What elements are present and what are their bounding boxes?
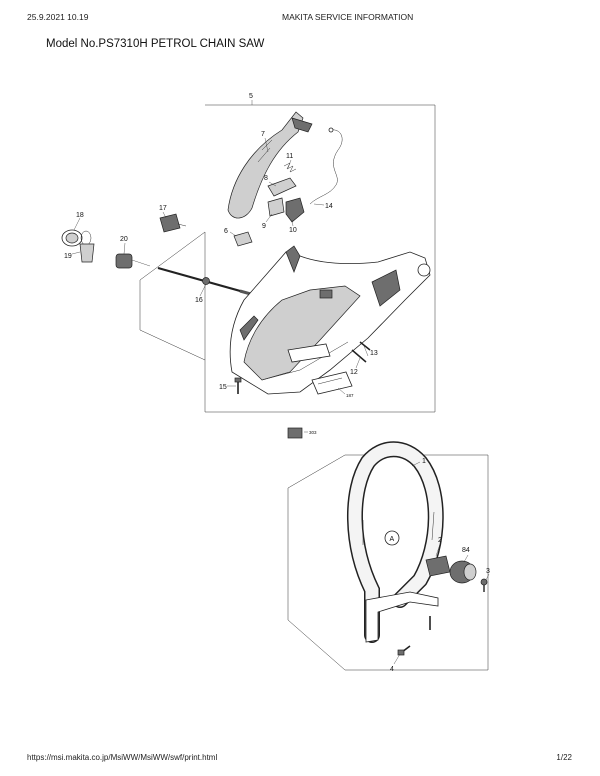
callout-3: 3 [486,568,490,575]
print-date: 25.9.2021 10.19 [27,12,89,22]
main-handle-housing [229,245,431,395]
callout-10: 10 [289,227,297,234]
callout-11: 11 [286,153,293,160]
callout-4: 4 [390,666,394,673]
part-13-pin [359,341,371,351]
callout-19: 19 [64,253,72,260]
part-303-sticker [287,427,303,439]
footer-url: https://msi.makita.co.jp/MsiWW/MsiWW/swf… [27,753,218,762]
callout-7: 7 [261,131,265,138]
part-12-pin [351,349,367,363]
part-8-lever [267,177,297,197]
callout-187: 187 [346,393,354,398]
callout-leaders [71,137,490,665]
page-number: 1/22 [556,753,572,762]
part-20-bushing [115,253,151,269]
callout-18: 18 [76,212,84,219]
part-17-switch [159,213,181,233]
part-14-throttle-wire [309,129,343,205]
callout-17: 17 [159,205,167,212]
group-outline-lower [287,454,489,671]
callout-numbers: 5 7 11 8 14 17 9 10 6 18 19 20 16 13 12 … [64,93,490,673]
callout-8: 8 [264,175,268,182]
part-16-threaded-rod [157,266,259,298]
callout-15: 15 [219,384,227,391]
callout-16: 16 [195,297,203,304]
circle-a-marker: A [390,536,395,543]
part-84-cushion [449,560,477,584]
callout-84: 84 [462,547,470,554]
part-6-plate [233,231,253,247]
callout-6: 6 [224,228,228,235]
callout-14: 14 [325,203,333,210]
part-1-front-handle [347,441,444,643]
part-187-label-sticker [311,371,353,395]
callout-303: 303 [309,430,317,435]
part-18-ring-set [61,229,92,247]
callout-5: 5 [249,93,253,100]
document-header: MAKITA SERVICE INFORMATION [282,12,414,22]
callout-13: 13 [370,350,378,357]
part-4-bolts [397,616,431,656]
part-19-cap [79,243,95,263]
part-10-trigger-lock [285,197,305,223]
part-15-screw [234,377,242,394]
page-title: Model No.PS7310H PETROL CHAIN SAW [46,38,265,50]
group-outline-upper [139,104,436,413]
part-3-bolt [480,578,488,592]
part-11-spring [283,162,297,173]
part-9-throttle-trigger [267,197,285,217]
callout-20: 20 [120,236,128,243]
callout-12: 12 [350,369,358,376]
callout-2: 2 [438,537,442,544]
part-2-damper [425,555,451,577]
callout-1: 1 [422,458,426,465]
callout-9: 9 [262,223,266,230]
part-7-top-cover [227,111,313,219]
